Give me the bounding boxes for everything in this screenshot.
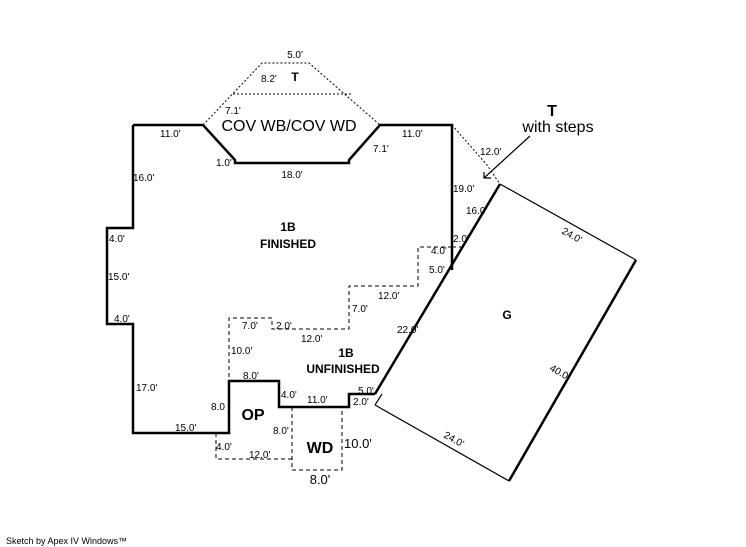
area-label-finished-1: 1B	[280, 220, 296, 234]
dim-garage-22: 22.0'	[397, 325, 418, 336]
dim-wd-right-10: 10.0'	[344, 436, 372, 451]
dim-op-top-8: 8.0'	[243, 371, 259, 382]
t-steps-arrow	[483, 135, 531, 179]
dim-left-15: 15.0'	[108, 272, 129, 283]
t-steps-outline	[451, 124, 501, 185]
dim-top-left-11: 11.0'	[160, 129, 181, 140]
garage-right-wall	[507, 259, 638, 482]
area-label-unfinished-2: UNFINISHED	[306, 362, 380, 376]
dim-unf-7-vert: 7.0'	[352, 304, 368, 315]
dim-top-right-11: 11.0'	[402, 129, 423, 140]
area-label-t-steps-1: T	[547, 103, 557, 120]
dim-t-slant: 8.2'	[261, 74, 277, 85]
dim-t-top-width: 5.0'	[287, 50, 303, 61]
op-dash-outline	[215, 433, 292, 460]
dim-step-4: 4.0'	[431, 246, 447, 257]
dim-cov-slant-left: 7.1'	[225, 106, 241, 117]
area-label-unfinished-1: 1B	[338, 346, 354, 360]
dim-left-16: 16.0'	[133, 173, 154, 184]
dim-unf-7-top: 7.0'	[242, 321, 258, 332]
main-building-outline-lower	[105, 125, 375, 435]
footer-credit: Sketch by Apex IV Windows™	[6, 536, 127, 546]
area-label-t-steps-2: with steps	[521, 119, 593, 136]
garage-left-wall	[373, 183, 502, 395]
garage-top-wall	[499, 183, 637, 261]
t-top-outline	[202, 62, 381, 126]
dim-garage-16: 16.0'	[466, 206, 487, 217]
dim-left-4-bottom: 4.0'	[114, 314, 130, 325]
dim-bottom-2: 2.0'	[353, 397, 369, 408]
dim-step-5: 5.0'	[429, 265, 445, 276]
dim-cov-bottom: 18.0'	[281, 170, 302, 181]
dim-bottom-15: 15.0'	[175, 423, 196, 434]
dim-right-19: 19.0'	[453, 184, 474, 195]
dim-t-steps-12: 12.0'	[480, 147, 501, 158]
dim-unf-12-lower: 12.0'	[301, 334, 322, 345]
dim-dash-12: 12.0'	[249, 450, 270, 461]
dim-cov-step: 1.0'	[216, 158, 232, 169]
wd-dash-outline	[291, 407, 343, 471]
area-label-cov: COV WB/COV WD	[221, 118, 356, 135]
garage-bottom-wall	[374, 404, 510, 482]
dim-dash-4: 4.0'	[216, 442, 232, 453]
area-label-t: T	[291, 70, 299, 84]
dim-step-2: 2.0'	[453, 234, 469, 245]
t-steps-arrowhead	[483, 172, 491, 179]
dim-op-left-8: 8.0	[211, 402, 225, 413]
garage-bottom-connector	[374, 393, 383, 406]
dim-wd-left-8: 8.0'	[273, 426, 289, 437]
dim-cov-slant-right: 7.1'	[373, 144, 389, 155]
area-label-finished-2: FINISHED	[260, 237, 316, 251]
unfinished-outline	[228, 246, 452, 381]
dim-wd-bottom-8: 8.0'	[310, 472, 331, 487]
area-label-wd: WD	[307, 440, 334, 457]
area-label-garage: G	[502, 308, 511, 322]
dim-unf-12-upper: 12.0'	[378, 291, 399, 302]
dim-left-4-top: 4.0'	[109, 234, 125, 245]
dim-bottom-5: 5.0'	[358, 386, 374, 397]
dim-unf-10: 10.0'	[231, 346, 252, 357]
dim-unf-2: 2.0'	[276, 321, 292, 332]
dim-garage-bottom-24: 24.0'	[442, 430, 466, 450]
dim-bottom-11: 11.0'	[307, 395, 328, 406]
main-building-outline	[133, 123, 454, 270]
area-label-op: OP	[241, 407, 264, 424]
dim-op-right-4: 4.0'	[281, 390, 297, 401]
dim-left-17: 17.0'	[136, 383, 157, 394]
